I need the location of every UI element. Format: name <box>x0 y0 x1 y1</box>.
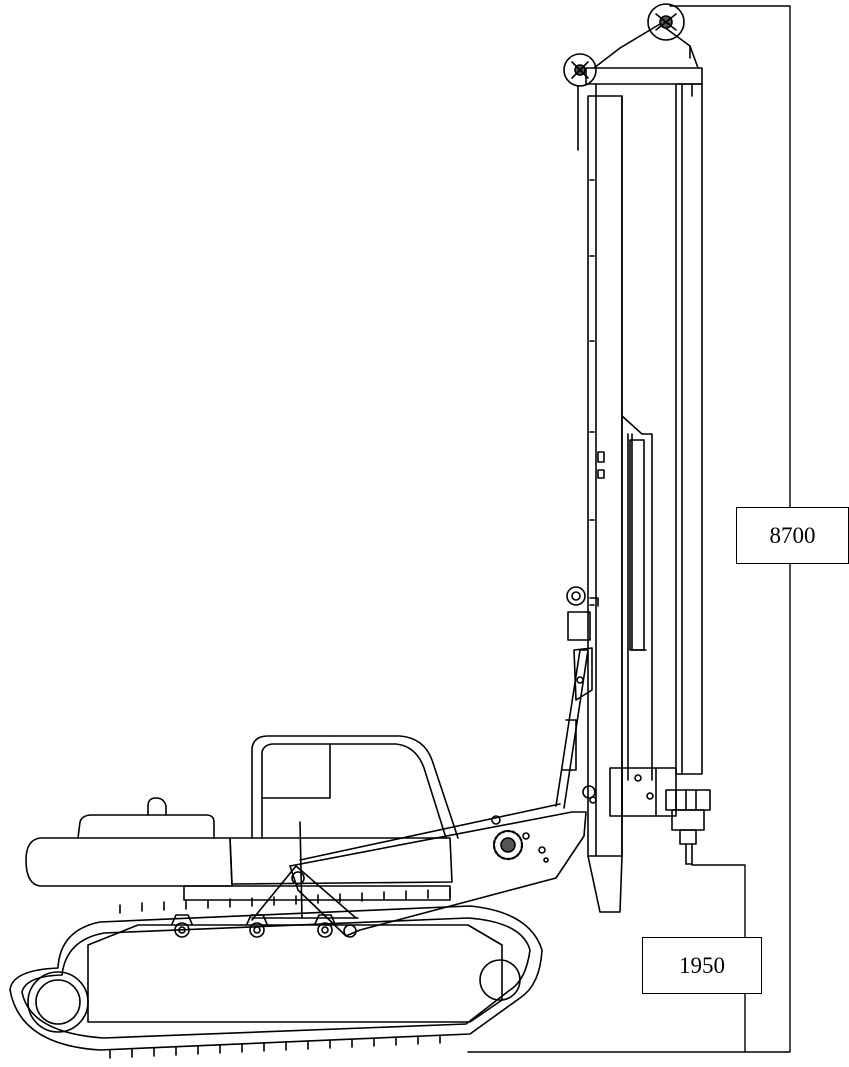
mast-head-sheaves <box>563 3 703 151</box>
mast-brace <box>555 647 597 809</box>
drive-head <box>609 767 711 865</box>
dimension-label-total-height: 8700 <box>736 507 849 564</box>
crawler-track <box>9 888 543 1059</box>
boom-arm <box>289 803 587 938</box>
machine-body <box>25 735 459 921</box>
dimension-label-ground-clearance: 1950 <box>642 937 762 994</box>
mast <box>566 83 703 913</box>
